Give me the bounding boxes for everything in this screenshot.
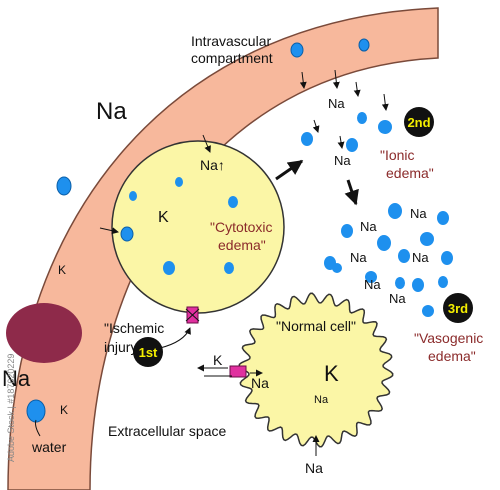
normal-cell-label: "Normal cell"	[276, 318, 356, 334]
progression-arrow-2	[344, 179, 359, 206]
svg-text:3rd: 3rd	[448, 301, 468, 316]
water-drop	[395, 277, 405, 289]
water-drop	[412, 278, 424, 292]
ionic-na-label: Na	[334, 153, 351, 168]
water-drop	[224, 262, 234, 274]
water-drop	[441, 251, 453, 265]
badge-2nd: 2nd	[404, 107, 434, 137]
water-drop	[228, 196, 238, 208]
vasogenic-na-label: Na	[412, 250, 429, 265]
vessel-k-label: K	[58, 263, 66, 277]
water-drop	[56, 176, 72, 196]
drip-arrow	[332, 69, 340, 89]
water-drop	[357, 112, 367, 124]
water-drop	[365, 271, 377, 283]
water-drop	[120, 226, 134, 242]
ionic-edema-label: "Ionic edema"	[380, 147, 434, 181]
ionic-na-label: Na	[328, 96, 345, 111]
na-entry-arrow	[202, 134, 211, 153]
water-drop	[26, 399, 46, 423]
water-drop	[290, 42, 304, 58]
normal-na-inside-label: Na	[314, 394, 329, 406]
water-drop	[420, 232, 434, 246]
vessel-na-lower-label: Na	[2, 366, 31, 391]
badge-3rd: 3rd	[443, 293, 473, 323]
vasogenic-na-label: Na	[410, 206, 427, 221]
intravascular-label: Intravascular compartment	[191, 33, 275, 66]
water-drop	[358, 38, 370, 52]
drip-arrow	[312, 119, 320, 133]
drip-arrow	[353, 81, 361, 97]
vessel-k-lower-label: K	[60, 403, 68, 417]
ischemic-injury-label: "Ischemic injury"	[104, 320, 168, 355]
vessel-na-label: Na	[96, 98, 127, 125]
vasogenic-edema-label: "Vasogenic edema"	[414, 330, 487, 364]
channel-block-line	[185, 308, 200, 322]
water-drop	[341, 224, 353, 238]
water-drop	[129, 191, 137, 201]
drip-arrow	[337, 135, 345, 149]
svg-text:1st: 1st	[139, 345, 158, 360]
badge-1st: 1st	[133, 337, 163, 367]
water-drop	[332, 263, 342, 273]
water-drop	[388, 203, 402, 219]
extracellular-label: Extracellular space	[108, 423, 226, 439]
water-drop	[377, 235, 391, 251]
water-drop	[346, 138, 358, 152]
blood-vessel	[7, 7, 439, 490]
water-drop	[438, 276, 448, 288]
normal-na-bottom-label: Na	[305, 460, 323, 476]
ischemic-pointer	[159, 327, 191, 349]
water-drop	[398, 249, 410, 263]
water-drop	[422, 305, 434, 317]
water-drop	[163, 261, 175, 275]
normal-cell	[238, 292, 394, 448]
cytotoxic-na-label: Na↑	[200, 157, 225, 173]
watermark-side: Adobe Stock | #187620229	[6, 354, 16, 462]
red-blood-cell	[6, 303, 82, 363]
normal-na-channel-label: Na	[251, 375, 269, 391]
water-label: water	[31, 439, 67, 455]
vasogenic-na-label: Na	[350, 250, 367, 265]
water-drop	[378, 120, 392, 134]
water-drop	[301, 132, 313, 146]
progression-arrow-1	[275, 159, 304, 181]
ion-channel-normal	[229, 365, 247, 378]
water-drop	[175, 177, 183, 187]
drip-arrow	[299, 71, 307, 89]
water-drop	[437, 211, 449, 225]
vasogenic-na-label: Na	[364, 277, 381, 292]
water-pointer	[35, 419, 41, 437]
vasogenic-na-label: Na	[389, 291, 406, 306]
water-entry-arrow	[99, 227, 119, 235]
svg-text:2nd: 2nd	[407, 115, 430, 130]
vasogenic-na-label: Na	[360, 219, 377, 234]
drip-arrow	[381, 93, 389, 111]
cytotoxic-edema-label: "Cytotoxic edema"	[210, 219, 276, 253]
normal-k-label: K	[324, 361, 339, 386]
cytotoxic-k-label: K	[158, 209, 169, 226]
normal-k-channel-label: K	[213, 352, 223, 368]
